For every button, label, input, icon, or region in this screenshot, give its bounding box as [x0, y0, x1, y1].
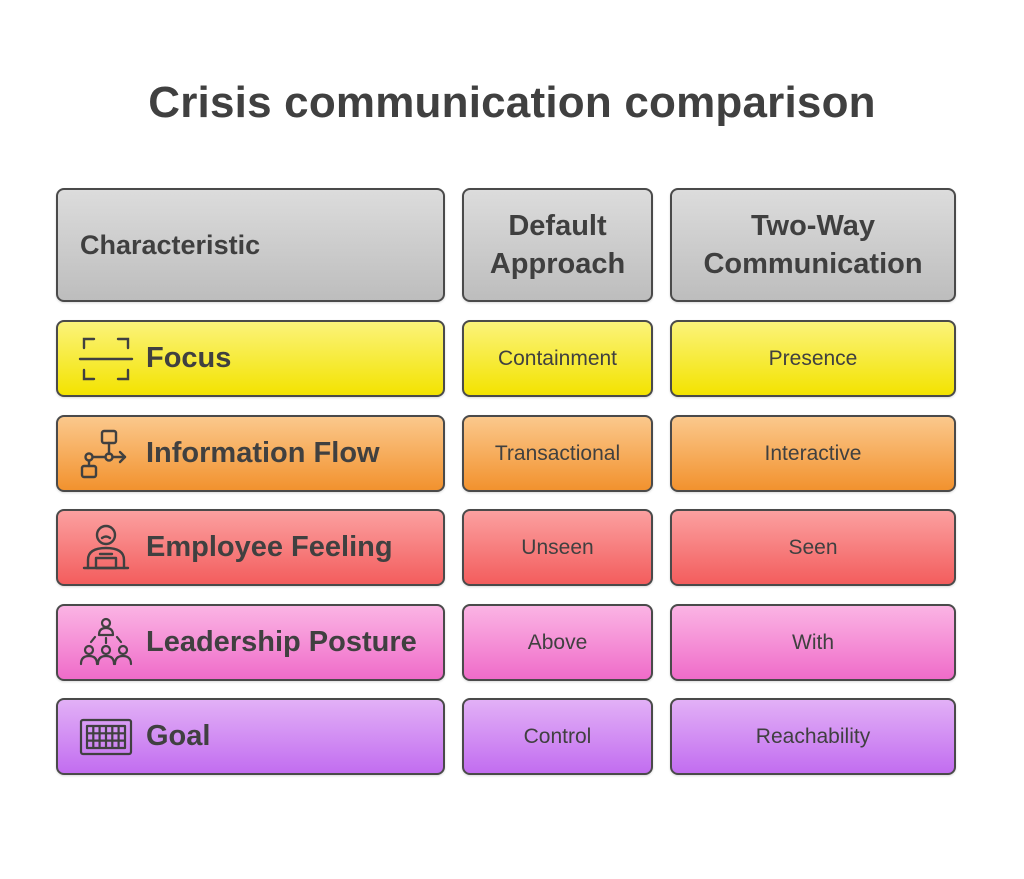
header-default-line1: Default	[508, 210, 607, 242]
row-leadership-posture-label-cell: Leadership Posture	[56, 604, 445, 681]
row-focus-label-cell: Focus	[56, 320, 445, 397]
cell-value: Seen	[788, 535, 838, 559]
cell-value: Containment	[497, 346, 618, 370]
cell-value: Control	[523, 724, 592, 748]
row-leadership-posture-default: Above	[462, 604, 653, 681]
cell-value: Presence	[768, 346, 858, 370]
page-title: Crisis communication comparison	[148, 78, 876, 127]
header-characteristic-label: Characteristic	[80, 229, 261, 260]
row-employee-feeling-default: Unseen	[462, 509, 653, 586]
cell-value: Unseen	[521, 535, 594, 559]
cell-value: With	[792, 630, 834, 654]
leader-with-team-icon	[76, 615, 136, 671]
person-at-desk-icon	[76, 520, 136, 576]
header-default-approach: Default Approach	[462, 188, 653, 302]
row-goal-default: Control	[462, 698, 653, 775]
row-information-flow-label-cell: Information Flow	[56, 415, 445, 492]
row-focus-default: Containment	[462, 320, 653, 397]
header-twoway-line1: Two-Way	[750, 210, 876, 242]
flowchart-icon	[76, 426, 136, 482]
cell-value: Interactive	[764, 441, 862, 465]
row-label: Employee Feeling	[146, 531, 393, 563]
cell-value: Reachability	[755, 724, 871, 748]
row-information-flow-default: Transactional	[462, 415, 653, 492]
row-goal-twoway: Reachability	[670, 698, 956, 775]
row-leadership-posture-twoway: With	[670, 604, 956, 681]
header-characteristic: Characteristic	[56, 188, 445, 302]
row-label: Goal	[146, 720, 211, 752]
row-information-flow-twoway: Interactive	[670, 415, 956, 492]
focus-frame-icon	[76, 331, 136, 387]
cell-value: Transactional	[494, 441, 621, 465]
row-employee-feeling-twoway: Seen	[670, 509, 956, 586]
row-goal-label-cell: Goal	[56, 698, 445, 775]
row-label: Focus	[146, 342, 232, 374]
header-default-line2: Approach	[489, 248, 626, 280]
goal-net-icon	[76, 709, 136, 765]
row-label: Leadership Posture	[146, 626, 417, 658]
header-twoway-line2: Communication	[703, 248, 923, 280]
row-label: Information Flow	[146, 437, 380, 469]
header-two-way-communication: Two-Way Communication	[670, 188, 956, 302]
row-employee-feeling-label-cell: Employee Feeling	[56, 509, 445, 586]
row-focus-twoway: Presence	[670, 320, 956, 397]
cell-value: Above	[527, 630, 588, 654]
